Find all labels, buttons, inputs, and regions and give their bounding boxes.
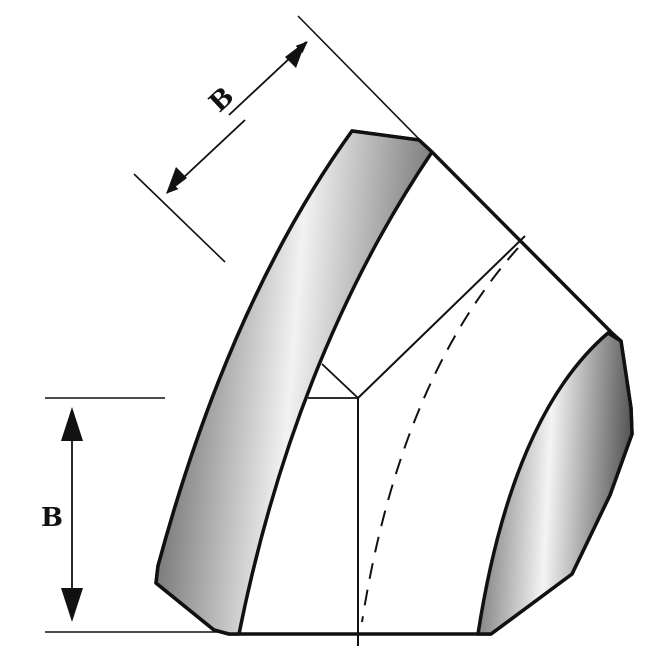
center-line-diagonal [357, 235, 526, 399]
left-dimension-label: B [41, 503, 63, 533]
top-arrowhead-lower [166, 167, 187, 194]
left-arrowhead-bottom [61, 588, 83, 622]
left-end-face [154, 129, 434, 636]
top-extension-line-2 [133, 173, 226, 263]
top-dimension-label: B [204, 82, 241, 119]
center-tick-diagonal [321, 363, 359, 399]
left-arrowhead-top [61, 407, 83, 441]
top-arrowhead-upper [285, 41, 306, 68]
top-extension-line-1 [297, 15, 421, 141]
right-end-face [476, 331, 634, 636]
